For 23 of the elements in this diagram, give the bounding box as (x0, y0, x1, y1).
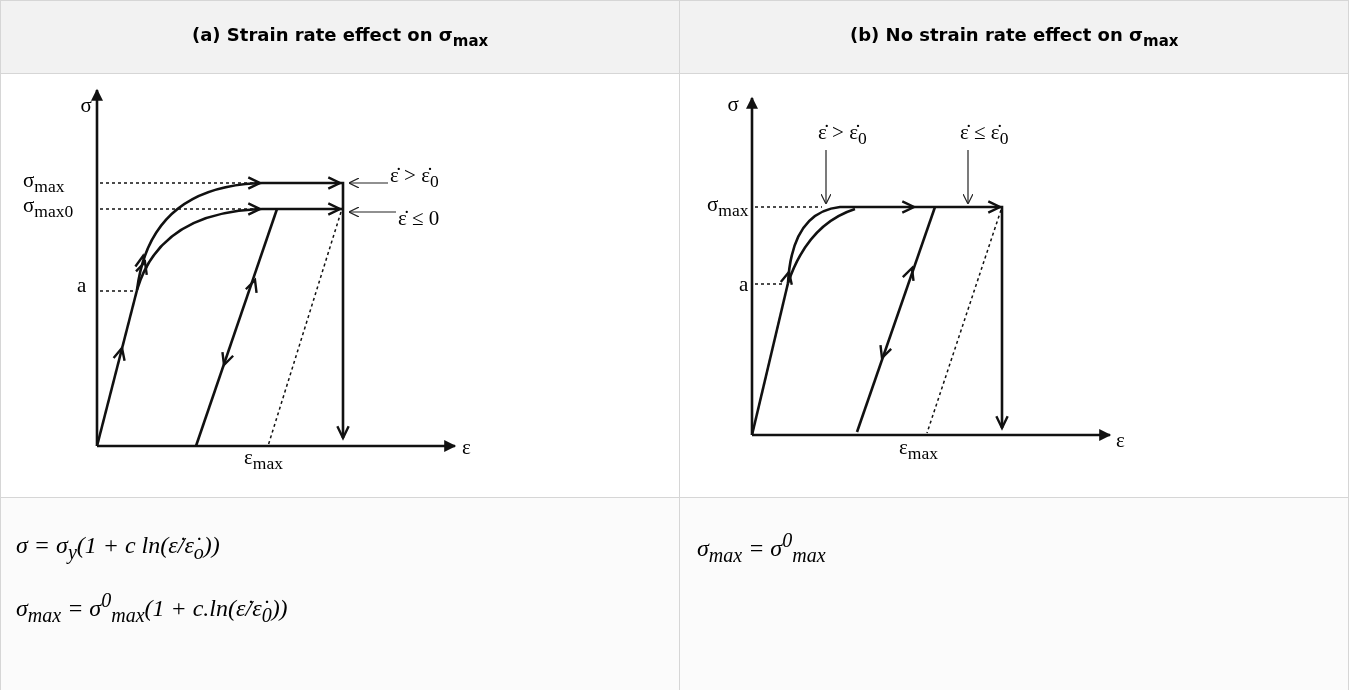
axis-label: ε (1116, 429, 1125, 451)
axis-label: ε (462, 436, 471, 458)
axis-label: σ (80, 94, 92, 116)
formula: σ = σ$_{y}$(1 + c ln(ε̇/ε̇$_{o}$)) (16, 532, 220, 562)
annotation-label: ε̇ > ε̇$_{0}$ (390, 165, 439, 191)
leader-arrow (820, 149, 832, 205)
column-heading: (a) Strain rate effect on σ$_{max}$ (192, 25, 489, 49)
axis-label: σ$_{max}$ (23, 170, 65, 196)
annotation-label: ε̇ ≤ 0 (398, 207, 440, 229)
leader-arrow (962, 149, 974, 205)
annotation-label: ε̇ ≤ ε̇$_{0}$ (960, 122, 1009, 148)
axis-label: σ$_{max0}$ (23, 195, 74, 221)
axis-label: ε$_{max}$ (899, 437, 938, 463)
column-heading: (b) No strain rate effect on σ$_{max}$ (850, 25, 1179, 49)
annotation-label: ε̇ > ε̇$_{0}$ (818, 122, 867, 148)
axis-label: σ (727, 93, 739, 115)
formula: σ$_{max}$ = σ$^{0}$$_{max}$(1 + c.ln(ε̇/ε̇$_{0}$)) (16, 589, 288, 625)
leader-arrow (348, 206, 397, 218)
axis-label: a (739, 273, 749, 295)
axis-label: a (77, 274, 87, 296)
axis-label: σ$_{max}$ (707, 194, 749, 220)
leader-arrow (348, 177, 389, 189)
axis-label: ε$_{max}$ (244, 447, 283, 473)
